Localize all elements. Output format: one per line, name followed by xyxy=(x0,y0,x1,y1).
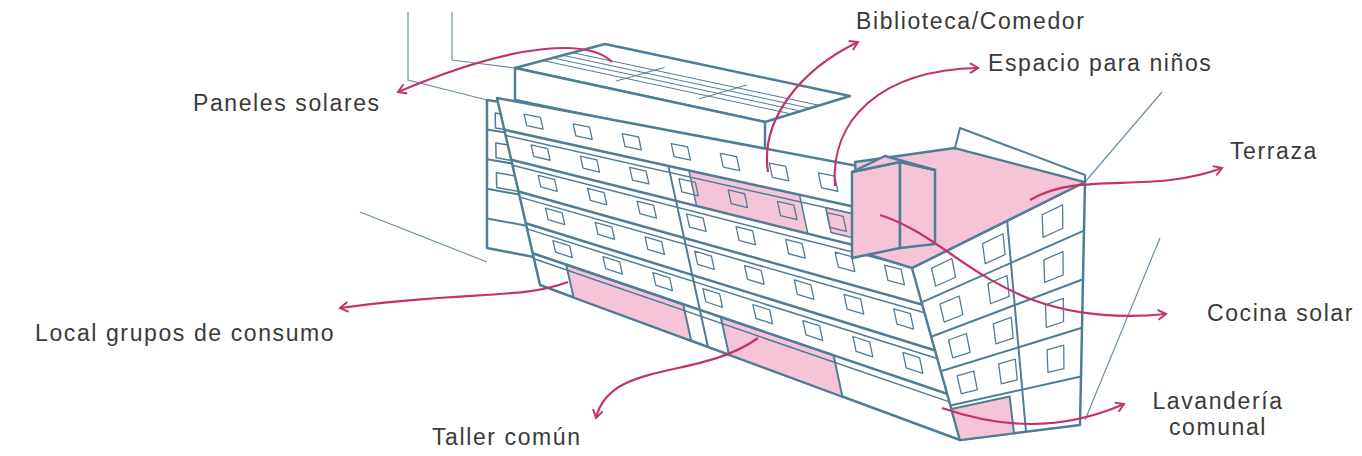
window xyxy=(931,258,955,286)
leader-line xyxy=(340,282,568,308)
floor-line xyxy=(668,166,708,347)
floor-line xyxy=(699,85,747,99)
window xyxy=(1045,298,1063,327)
solar-kitchen-side xyxy=(900,162,935,248)
floor-line xyxy=(1007,221,1026,432)
building xyxy=(487,44,1085,440)
window xyxy=(524,114,543,129)
window xyxy=(546,208,565,224)
window xyxy=(769,163,788,181)
window xyxy=(1044,252,1063,283)
window xyxy=(630,167,649,184)
window xyxy=(753,305,773,324)
window xyxy=(794,280,814,299)
window xyxy=(885,265,905,285)
window xyxy=(637,201,656,218)
window xyxy=(695,251,714,269)
leader-lines xyxy=(340,42,1222,424)
window xyxy=(844,294,864,314)
window xyxy=(595,222,614,239)
window xyxy=(993,317,1013,344)
window xyxy=(736,227,756,245)
window xyxy=(653,273,672,291)
leader-line xyxy=(596,338,758,418)
leader-line xyxy=(880,215,1166,316)
callout-label: Lavandería comunal xyxy=(1123,388,1313,440)
window xyxy=(531,145,550,160)
leader-line xyxy=(835,68,978,186)
callout-label: Taller común xyxy=(432,424,582,450)
window xyxy=(728,190,747,208)
leader-line xyxy=(767,42,858,172)
callout-label: Cocina solar xyxy=(1207,300,1354,326)
window xyxy=(538,175,557,191)
callout-label: Biblioteca/Comedor xyxy=(856,8,1086,34)
window xyxy=(1047,345,1064,372)
window xyxy=(603,257,622,275)
window xyxy=(777,201,797,219)
window xyxy=(745,266,765,285)
main-facade xyxy=(497,98,960,440)
callout-label: Terraza xyxy=(1230,138,1318,164)
floor-line xyxy=(534,259,952,403)
window xyxy=(645,237,664,255)
window xyxy=(703,289,723,308)
library-room xyxy=(689,170,808,233)
floor-line xyxy=(533,253,951,395)
callout-label: Paneles solares xyxy=(193,90,381,116)
window xyxy=(786,239,806,258)
window xyxy=(573,124,592,140)
window xyxy=(553,241,572,258)
floor-line xyxy=(616,68,665,82)
window xyxy=(1042,205,1063,237)
window xyxy=(720,153,739,170)
window xyxy=(940,296,963,322)
window xyxy=(671,144,690,161)
floor-line xyxy=(941,328,1082,371)
window xyxy=(999,359,1018,384)
window xyxy=(894,309,914,329)
window xyxy=(957,371,977,394)
callout-label: Espacio para niños xyxy=(988,50,1212,76)
window xyxy=(903,352,923,373)
leader-line xyxy=(398,48,612,92)
window xyxy=(803,321,823,341)
callout-label: Local grupos de consumo xyxy=(35,320,335,346)
terrace-wall xyxy=(955,128,1085,182)
solar-kitchen-top xyxy=(852,156,935,172)
window xyxy=(827,213,847,232)
solar-kitchen xyxy=(852,162,900,258)
window xyxy=(687,214,706,232)
window xyxy=(983,234,1005,264)
window xyxy=(588,188,607,205)
window xyxy=(580,156,599,172)
window xyxy=(622,134,641,150)
leader-line xyxy=(942,404,1124,424)
leader-line xyxy=(1030,168,1222,200)
window xyxy=(853,337,873,357)
window xyxy=(949,334,971,358)
window xyxy=(679,179,698,196)
